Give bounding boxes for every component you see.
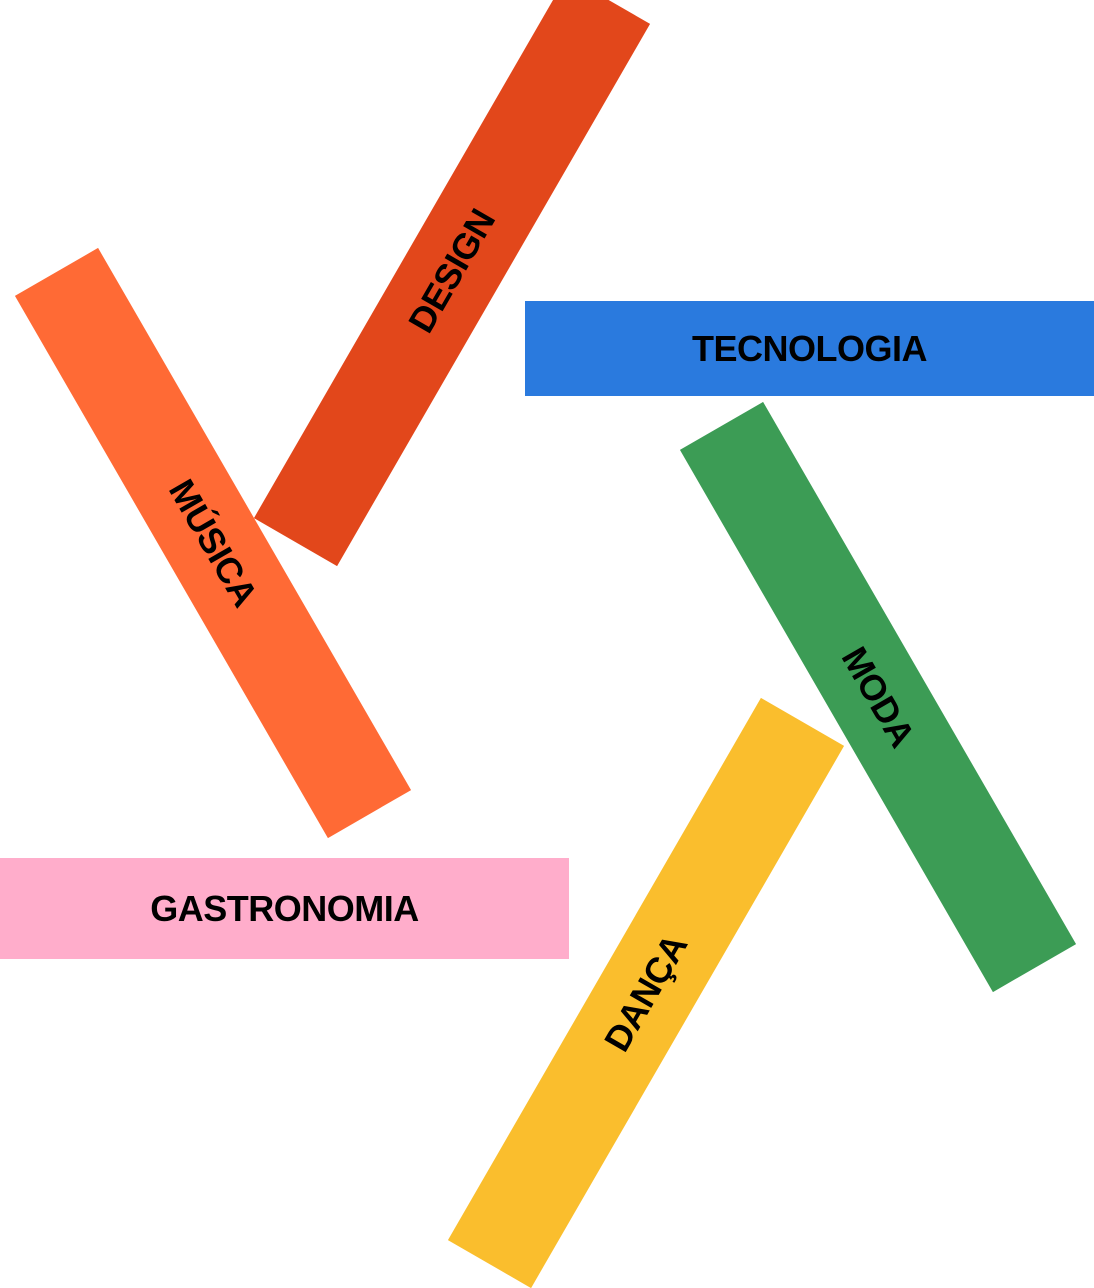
- gastronomia-bar: GASTRONOMIA: [0, 858, 569, 959]
- moda-label: MODA: [833, 639, 924, 754]
- gastronomia-label: GASTRONOMIA: [150, 887, 419, 929]
- tecnologia-label: TECNOLOGIA: [692, 327, 928, 369]
- musica-label: MÚSICA: [160, 472, 266, 614]
- design-bar: DESIGN: [253, 0, 651, 567]
- design-label: DESIGN: [400, 202, 504, 340]
- tecnologia-bar: TECNOLOGIA: [525, 301, 1094, 396]
- musica-bar: MÚSICA: [14, 247, 412, 839]
- danca-label: DANÇA: [595, 927, 696, 1059]
- danca-bar: DANÇA: [447, 697, 845, 1288]
